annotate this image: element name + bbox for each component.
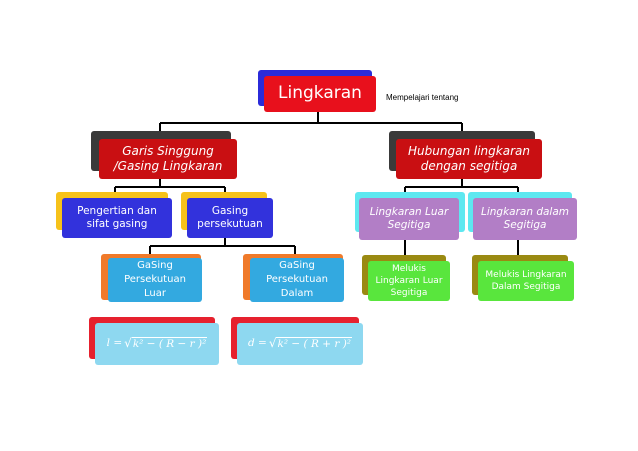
dalam-line1: GaSing	[279, 260, 315, 271]
dalam-line2: Persekutuan	[266, 274, 328, 285]
formula-luar-lhs: l =	[106, 337, 123, 350]
root-node: Lingkaran	[264, 76, 376, 112]
luar-line2: Persekutuan	[124, 274, 186, 285]
formula-dalam-lhs: d =	[247, 337, 267, 350]
left-node-line2: /Gasing Lingkaran	[113, 159, 223, 173]
melukis-luar-line2: Lingkaran Luar	[375, 275, 443, 286]
node-melukis-luar: Melukis Lingkaran Luar Segitiga	[368, 261, 450, 301]
root-label: Lingkaran	[278, 83, 362, 104]
node-lingkaran-dalam-segitiga: Lingkaran dalam Segitiga	[473, 198, 577, 240]
formula-luar-inner: k² − ( R − r )²	[131, 336, 208, 350]
node-pengertian-sifat: Pengertian dan sifat gasing	[62, 198, 172, 238]
luar-segitiga-line2: Segitiga	[387, 219, 431, 231]
left-node-garis-singgung: Garis Singgung /Gasing Lingkaran	[99, 139, 237, 179]
right-node-line1: Hubungan lingkaran	[408, 144, 530, 158]
dalam-segitiga-line1: Lingkaran dalam	[480, 205, 570, 218]
left-node-line1: Garis Singgung	[122, 144, 214, 158]
formula-dalam-expression: d = √k² − ( R + r )²	[247, 335, 353, 350]
luar-line1: GaSing	[137, 260, 173, 271]
pengertian-line1: Pengertian dan	[77, 204, 157, 217]
node-melukis-dalam: Melukis Lingkaran Dalam Segitiga	[478, 261, 574, 301]
luar-segitiga-line1: Lingkaran Luar	[369, 205, 449, 218]
node-gasing-persekutuan: Gasing persekutuan	[187, 198, 273, 238]
node-gasing-dalam: GaSing Persekutuan Dalam	[250, 258, 344, 302]
luar-line3: Luar	[144, 288, 166, 299]
melukis-luar-line1: Melukis	[392, 263, 426, 274]
formula-luar-expression: l = √k² − ( R − r )²	[106, 335, 208, 350]
melukis-luar-line3: Segitiga	[390, 288, 428, 299]
melukis-dalam-line2: Dalam Segitiga	[491, 282, 561, 292]
node-gasing-luar: GaSing Persekutuan Luar	[108, 258, 202, 302]
pengertian-line2: sifat gasing	[86, 218, 148, 230]
node-lingkaran-luar-segitiga: Lingkaran Luar Segitiga	[359, 198, 459, 240]
formula-dalam-inner: k² − ( R + r )²	[276, 336, 353, 350]
melukis-dalam-line1: Melukis Lingkaran	[485, 269, 567, 280]
formula-dalam: d = √k² − ( R + r )²	[237, 323, 363, 365]
right-node-line2: dengan segitiga	[420, 159, 518, 173]
dalam-segitiga-line2: Segitiga	[503, 219, 547, 231]
persekutuan-line1: Gasing	[211, 204, 249, 217]
right-node-hubungan: Hubungan lingkaran dengan segitiga	[396, 139, 542, 179]
persekutuan-line2: persekutuan	[197, 218, 263, 230]
formula-luar: l = √k² − ( R − r )²	[95, 323, 219, 365]
root-note: Mempelajari tentang	[386, 93, 459, 102]
dalam-line3: Dalam	[280, 288, 314, 299]
